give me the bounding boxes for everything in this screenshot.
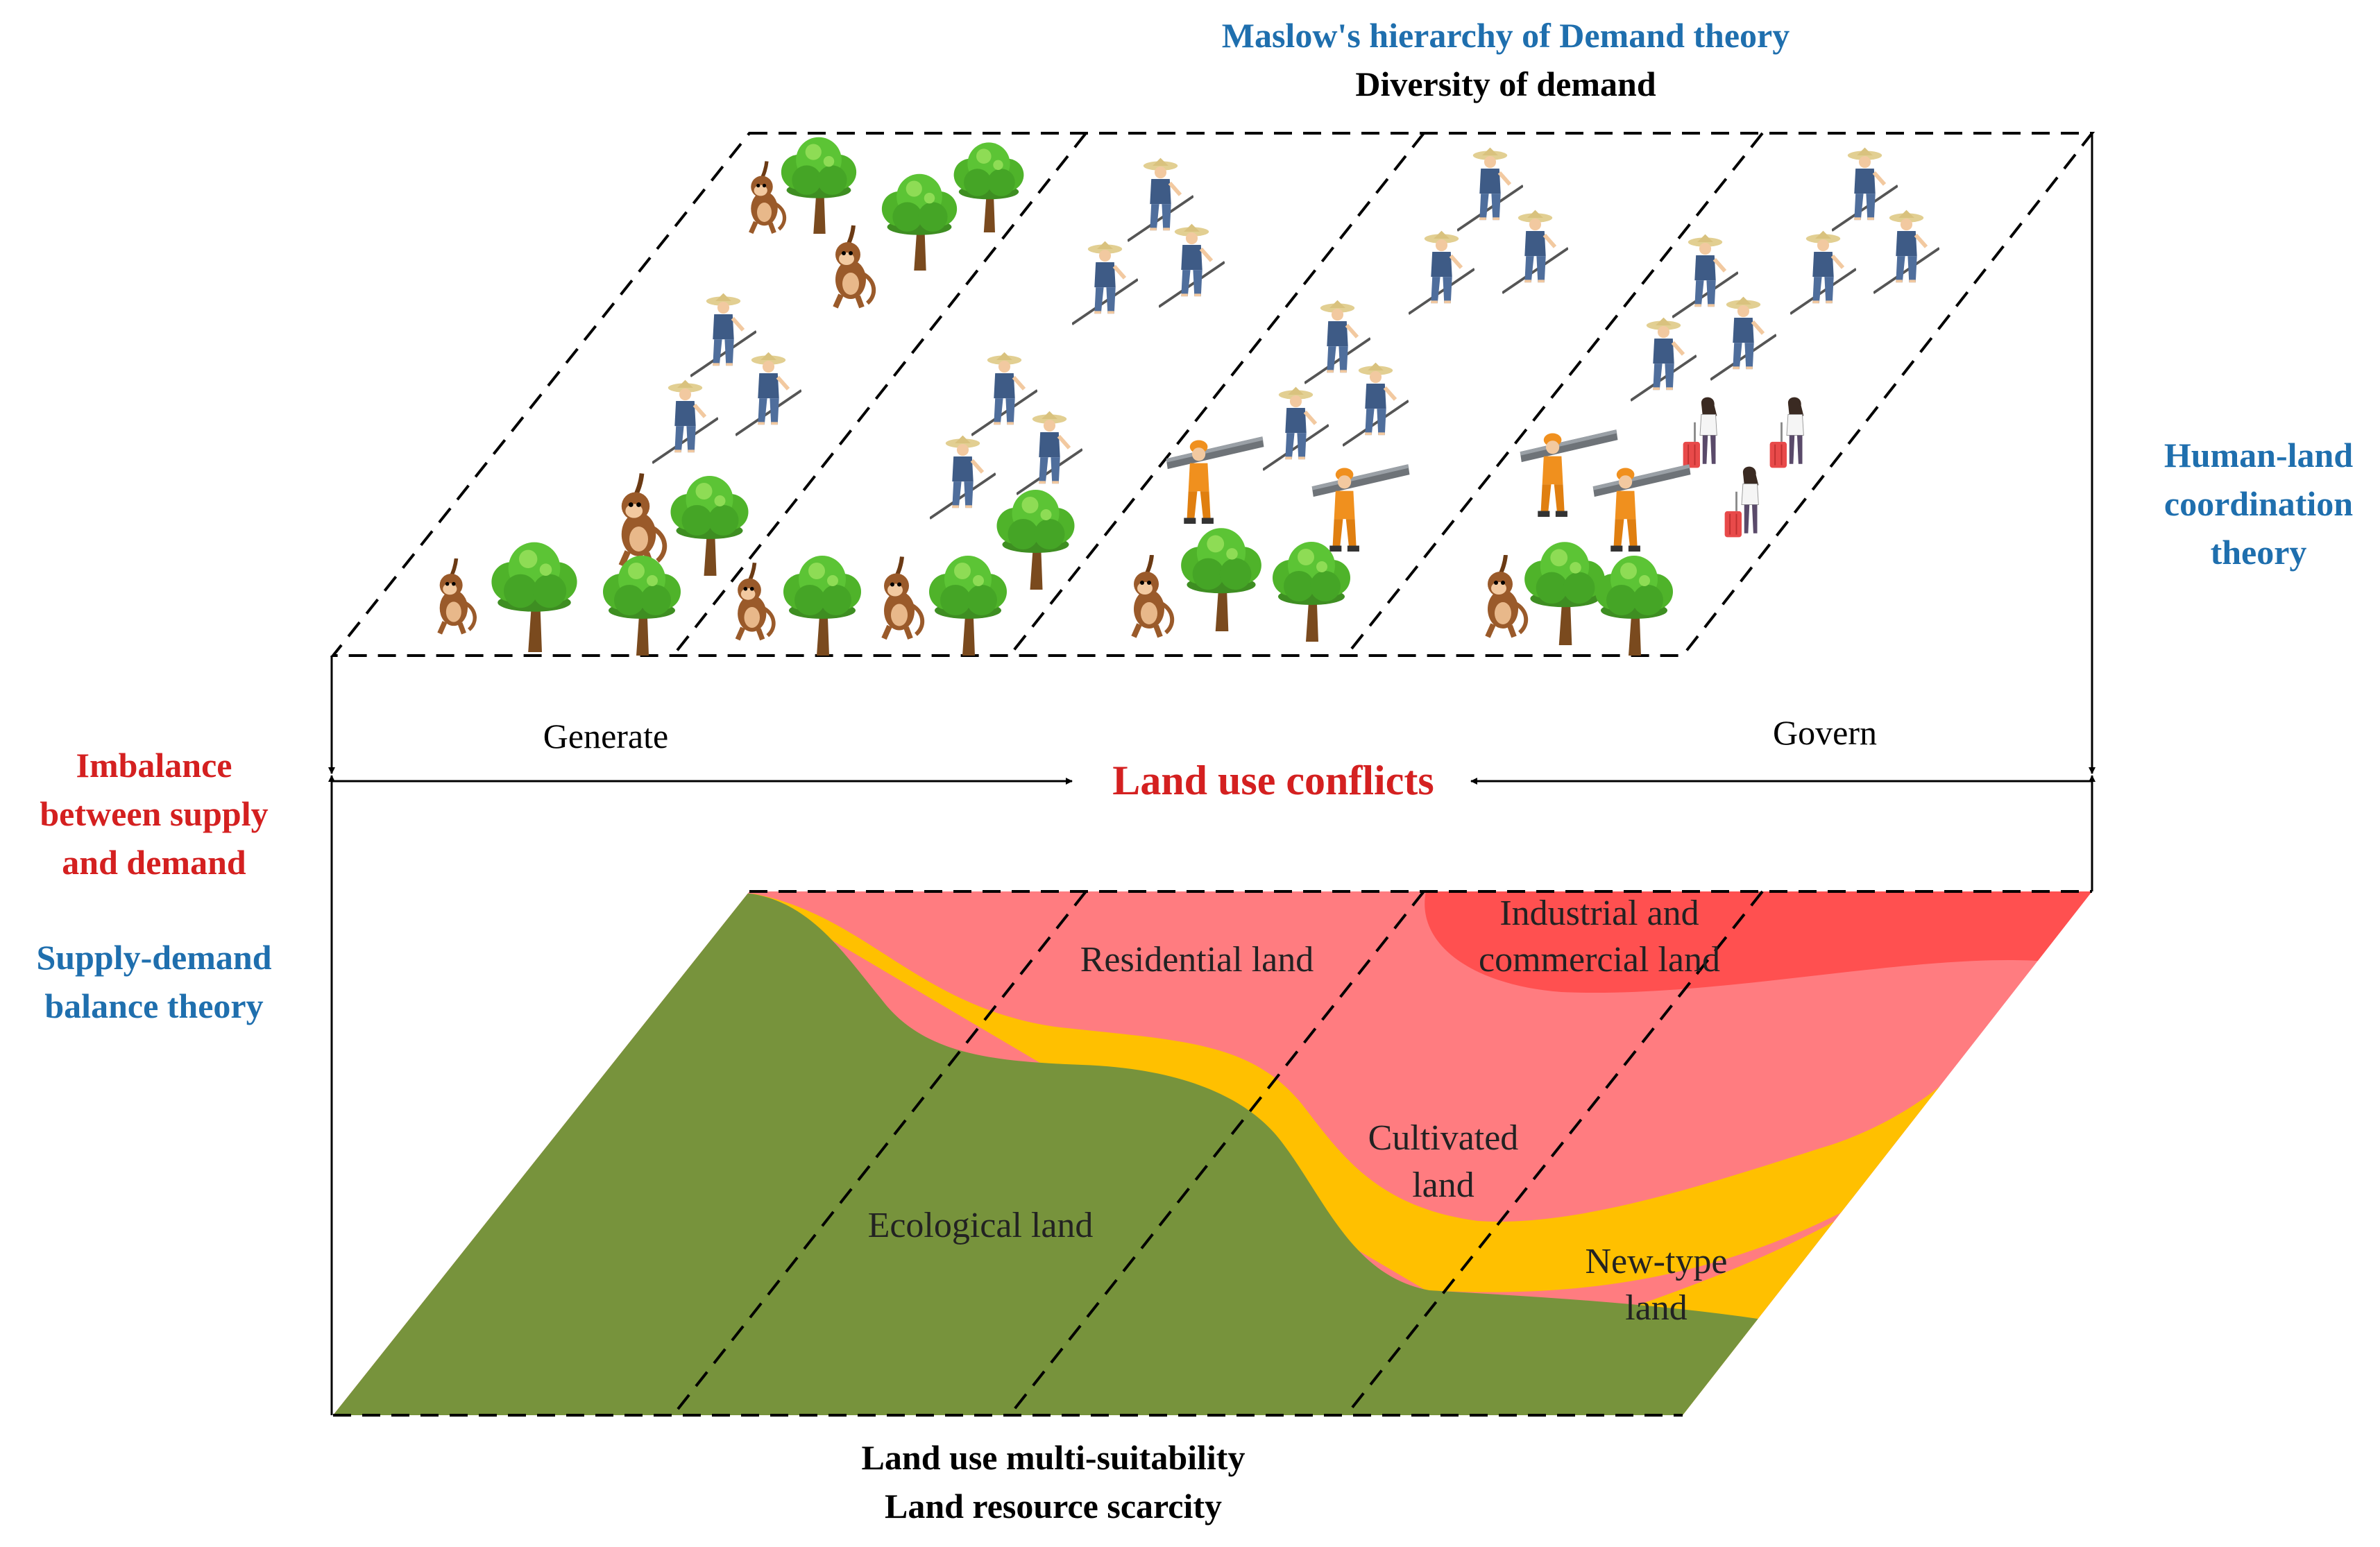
construction-worker-icon [1520, 429, 1618, 518]
construction-worker-icon [1311, 464, 1410, 552]
monkey-icon [622, 474, 665, 566]
supply-demand-theory-line2: balance theory [44, 986, 263, 1025]
industrial-land-label-line2: commercial land [1479, 940, 1720, 980]
top-divider-2 [1008, 132, 1425, 657]
farmer-icon [736, 352, 801, 436]
monkey-icon [1488, 555, 1526, 637]
construction-worker-icon [1166, 436, 1264, 524]
imbalance-label-line2: between supply [40, 794, 268, 833]
tree-icon [1524, 542, 1605, 645]
bottom-divider-3 [1345, 890, 1764, 1417]
industrial-land-label-line1: Industrial and [1499, 894, 1699, 933]
farmer-icon [1631, 318, 1697, 401]
resource-scarcity-label: Land resource scarcity [885, 1487, 1222, 1525]
farmer-icon [690, 293, 756, 377]
monkey-icon [738, 563, 774, 640]
generate-label: Generate [543, 717, 668, 755]
farmer-icon [1457, 148, 1523, 231]
farmer-icon [1409, 231, 1474, 314]
farmer-icon [1710, 297, 1776, 380]
govern-label: Govern [1773, 713, 1877, 752]
maslow-theory-label: Maslow's hierarchy of Demand theory [1222, 16, 1790, 55]
traveler-icon [1769, 396, 1805, 469]
cultivated-land-label-line1: Cultivated [1368, 1118, 1519, 1158]
tree-icon [603, 556, 681, 656]
imbalance-label-line3: and demand [62, 843, 246, 882]
human-land-theory-line3: theory [2211, 533, 2307, 572]
farmer-icon [1263, 387, 1329, 470]
supply-demand-theory-line1: Supply-demand [36, 938, 271, 977]
tree-icon [491, 542, 577, 652]
farmer-icon [1790, 231, 1856, 314]
farmer-icon [1159, 224, 1225, 307]
imbalance-label-line1: Imbalance [76, 746, 232, 785]
top-divider-1 [672, 132, 1087, 657]
tree-icon [670, 476, 749, 576]
top-panel-icons [440, 137, 1939, 656]
construction-worker-icon [1592, 464, 1691, 552]
multi-suitability-label: Land use multi-suitability [862, 1438, 1246, 1477]
farmer-icon [1343, 363, 1409, 446]
connector-lines [328, 133, 2096, 1415]
monkey-icon [1134, 555, 1172, 637]
farmer-icon [652, 380, 718, 463]
monkey-icon [751, 162, 784, 233]
tree-icon [781, 137, 857, 234]
traveler-icon [1682, 396, 1718, 469]
tree-icon [1595, 556, 1673, 656]
top-divider-3 [1345, 132, 1764, 657]
farmer-icon [1017, 411, 1082, 495]
tree-icon [881, 173, 958, 271]
residential-land-label: Residential land [1080, 940, 1314, 980]
ecological-land-label: Ecological land [868, 1206, 1094, 1245]
traveler-icon [1724, 465, 1760, 538]
tree-icon [929, 556, 1007, 656]
top-land-panel [330, 132, 2096, 657]
monkey-icon [440, 558, 475, 633]
tree-icon [1181, 528, 1261, 631]
farmer-icon [1873, 210, 1939, 293]
farmer-icon [930, 436, 996, 519]
human-land-theory-line2: coordination [2164, 484, 2353, 523]
monkey-icon [884, 557, 922, 639]
tree-icon [783, 556, 861, 656]
newtype-land-label-line1: New-type [1585, 1242, 1727, 1281]
newtype-land-label-line2: land [1625, 1288, 1688, 1328]
tree-icon [953, 142, 1024, 232]
cultivated-land-label-line2: land [1412, 1165, 1474, 1205]
bottom-divider-1 [672, 890, 1087, 1417]
diversity-of-demand-label: Diversity of demand [1355, 65, 1656, 103]
land-use-conflicts-label: Land use conflicts [1112, 758, 1434, 803]
farmer-icon [1502, 210, 1568, 293]
monkey-icon [835, 225, 874, 307]
industrial-zone [1425, 891, 2092, 993]
tree-icon [1273, 542, 1350, 642]
farmer-icon [1832, 148, 1898, 231]
farmer-icon [1072, 241, 1138, 325]
bottom-divider-2 [1008, 890, 1425, 1417]
ecological-zone [333, 891, 1804, 1415]
bottom-land-grid [333, 890, 2092, 1417]
farmer-icon [971, 352, 1037, 436]
tree-icon [996, 490, 1075, 590]
human-land-theory-line1: Human-land [2164, 436, 2354, 475]
